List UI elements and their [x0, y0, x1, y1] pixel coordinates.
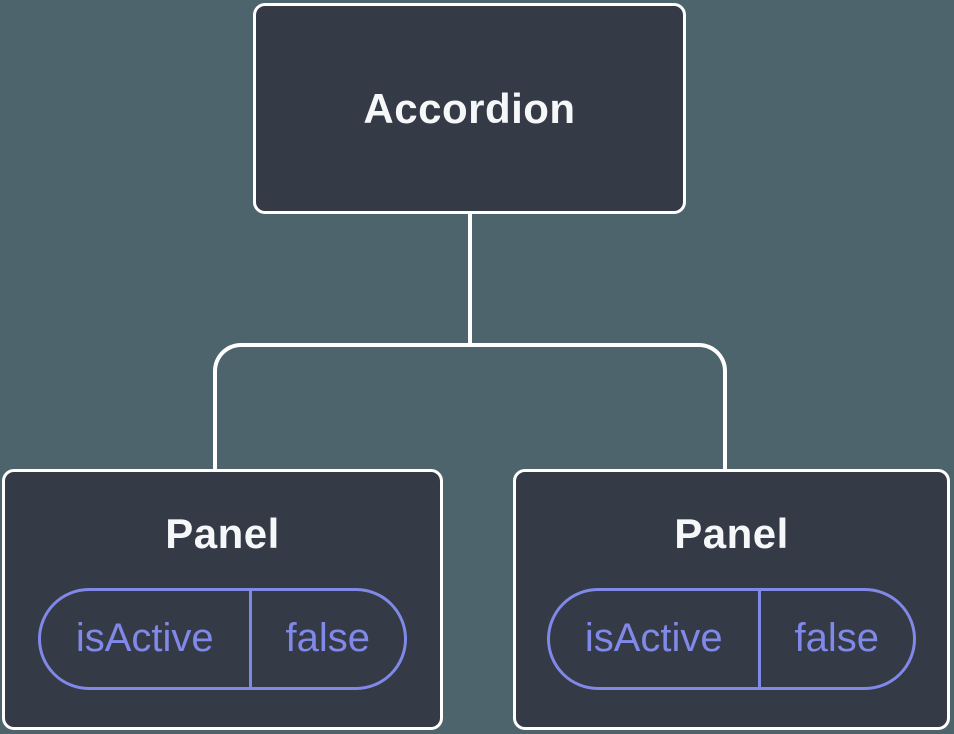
state-pill-right: isActive false	[547, 587, 916, 690]
node-panel-left-label: Panel	[165, 509, 280, 557]
state-value-label: false	[794, 616, 880, 660]
state-pill-left: isActive false	[38, 587, 407, 690]
node-panel-right: Panel isActive false	[513, 469, 950, 730]
node-panel-left: Panel isActive false	[2, 469, 443, 730]
state-key-label: isActive	[550, 590, 761, 687]
node-accordion-label: Accordion	[363, 84, 576, 132]
node-panel-right-label: Panel	[674, 509, 789, 557]
node-accordion: Accordion	[253, 3, 686, 214]
connector-bracket	[213, 343, 727, 470]
state-value-label: false	[285, 616, 371, 660]
connector-stem	[468, 213, 472, 345]
state-key-label: isActive	[41, 590, 252, 687]
